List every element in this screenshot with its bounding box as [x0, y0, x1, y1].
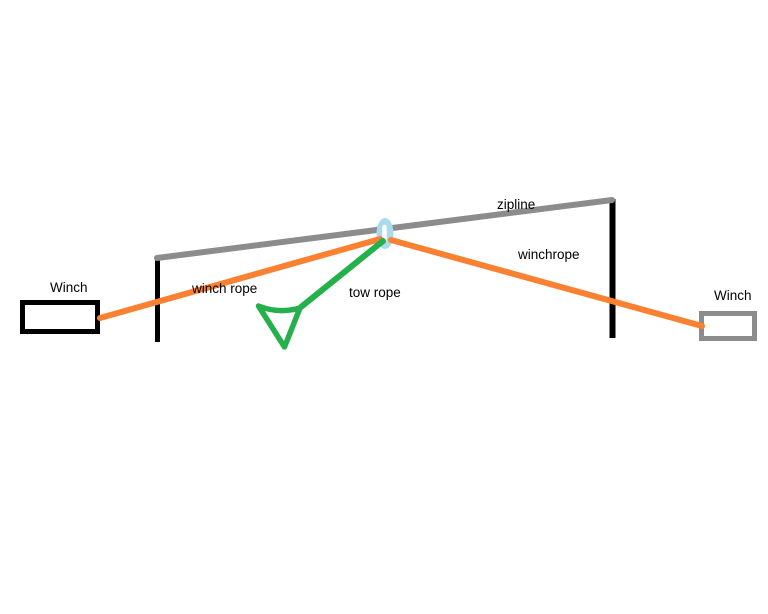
- left-winch-box: [20, 300, 100, 334]
- left-rope-label: winch rope: [191, 281, 257, 296]
- zipline-label: zipline: [497, 197, 535, 212]
- left-winch-label: Winch: [50, 280, 88, 295]
- tow-hook-triangle: [255, 303, 303, 350]
- right-winch-box: [699, 311, 757, 341]
- right-winch-rope-line: [388, 237, 705, 329]
- left-winch-rope-line: [97, 236, 383, 321]
- right-rope-label: winchrope: [517, 247, 580, 262]
- tow-rope-line: [298, 238, 386, 310]
- right-winch-label: Winch: [714, 288, 752, 303]
- tow-rope-label: tow rope: [349, 285, 401, 300]
